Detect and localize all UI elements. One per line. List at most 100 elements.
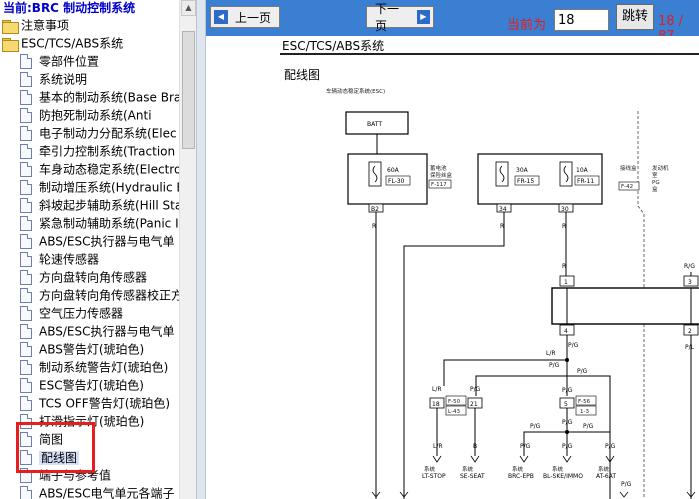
fuse-amp-1: 60A bbox=[387, 167, 400, 174]
tree-item[interactable]: 制动系统警告灯(琥珀色) bbox=[20, 358, 168, 376]
document-header: ESC/TCS/ABS系统 bbox=[282, 39, 385, 53]
jump-button[interactable]: 跳转 bbox=[616, 4, 654, 30]
connector-1-pin: 18 bbox=[432, 401, 440, 408]
bottom-sub-3: 系统 bbox=[512, 465, 524, 473]
downstream-arrows bbox=[432, 455, 615, 463]
relay-block bbox=[551, 287, 699, 325]
wire-label-pg-9: P/G bbox=[520, 443, 531, 450]
tree-item-label: 方向盘转向角传感器 bbox=[39, 270, 148, 285]
document-icon bbox=[20, 162, 32, 177]
connector-1-pin2: 21 bbox=[470, 401, 478, 408]
document-icon bbox=[20, 234, 32, 249]
tree-item[interactable]: ABS/ESC执行器与电气单 bbox=[20, 322, 174, 340]
fuse-icon bbox=[372, 165, 378, 183]
wire-label-r-4: R bbox=[562, 263, 566, 270]
wire-label-lr-1: L/R bbox=[546, 350, 556, 357]
tree-item-label: 电子制动力分配系统(Elec bbox=[39, 126, 177, 141]
prev-page-button[interactable]: ◀ 上一页 bbox=[210, 6, 280, 28]
tree-item[interactable]: TCS OFF警告灯(琥珀色) bbox=[20, 394, 170, 412]
tree-folder-precautions[interactable]: 注意事项 bbox=[2, 16, 69, 34]
wire-label-lr-2: L/R bbox=[432, 386, 442, 393]
fuse-box-1-label-a: 蓄电池 bbox=[430, 164, 447, 172]
tree-item-label: 车身动态稳定系统(Electro bbox=[39, 162, 182, 177]
tree-item[interactable]: 基本的制动系统(Base Bra bbox=[20, 88, 181, 106]
scroll-up-icon[interactable]: ▲ bbox=[181, 0, 196, 16]
tree-scrollbar[interactable]: ▲ bbox=[179, 0, 196, 499]
tree-item[interactable]: ESC警告灯(琥珀色) bbox=[20, 376, 144, 394]
tree-item-label: ABS/ESC电气单元各端子 bbox=[39, 486, 175, 499]
tree-item[interactable]: 零部件位置 bbox=[20, 52, 99, 70]
tree-item[interactable]: 方向盘转向角传感器 bbox=[20, 268, 147, 286]
tree-item[interactable]: 制动增压系统(Hydraulic E bbox=[20, 178, 184, 196]
pane-splitter[interactable] bbox=[196, 0, 206, 499]
wire-label-pl: P/L bbox=[685, 344, 695, 351]
fuse-id-2: FR-15 bbox=[517, 178, 534, 185]
tree-item[interactable]: ABS/ESC电气单元各端子 bbox=[20, 484, 174, 499]
tree-folder-esc-tcs-abs[interactable]: ESC/TCS/ABS系统 bbox=[2, 34, 123, 52]
document-icon bbox=[20, 288, 32, 303]
tree-item[interactable]: 方向盘转向角传感器校正方 bbox=[20, 286, 183, 304]
bottom-label-bl-ske-immo: BL-SKE/IMMO bbox=[543, 473, 583, 480]
tree-item-label: 基本的制动系统(Base Bra bbox=[39, 90, 182, 105]
tree-item[interactable]: 简图 bbox=[20, 430, 63, 448]
next-page-button[interactable]: 下一页 ▶ bbox=[366, 2, 434, 33]
fuse-3-pin: 30 bbox=[561, 206, 569, 213]
fuse-box-2-label: 接线盒 bbox=[620, 164, 637, 172]
tree-item[interactable]: 轮速传感器 bbox=[20, 250, 99, 268]
bottom-label-brc-epb: BRC-EPB bbox=[508, 473, 534, 480]
connector-1-alt: L-43 bbox=[448, 409, 460, 415]
tree-item[interactable]: 牵引力控制系统(Traction bbox=[20, 142, 175, 160]
tree-item[interactable]: 电子制动力分配系统(Elec bbox=[20, 124, 177, 142]
bottom-label-at-6at: AT-6AT bbox=[596, 473, 616, 480]
document-icon bbox=[20, 216, 32, 231]
tree-item[interactable]: 系统说明 bbox=[20, 70, 87, 88]
fuse-box-1-connector: F-117 bbox=[431, 182, 447, 188]
wire-label-pg-12: P/G bbox=[621, 481, 632, 488]
wire-label-lr-3: L/R bbox=[433, 443, 443, 450]
tree-item-label: 斜坡起步辅助系统(Hill Sta bbox=[39, 198, 183, 213]
page-number-input[interactable] bbox=[554, 9, 609, 31]
document-icon bbox=[20, 144, 32, 159]
highlight-annotation-box bbox=[16, 422, 95, 473]
scrollbar-thumb[interactable] bbox=[182, 31, 195, 149]
document-icon bbox=[20, 396, 32, 411]
tree-item[interactable]: 紧急制动辅助系统(Panic I bbox=[20, 214, 179, 232]
tree-item[interactable]: 空气压力传感器 bbox=[20, 304, 123, 322]
tree-item-label: 零部件位置 bbox=[39, 54, 100, 69]
tree-item[interactable]: 配线图 bbox=[20, 448, 80, 466]
page-edge-arrows bbox=[371, 491, 696, 498]
tree-item[interactable]: 防抱死制动系统(Anti bbox=[20, 106, 152, 124]
document-icon bbox=[20, 252, 32, 267]
document-icon bbox=[20, 324, 32, 339]
battery-label: BATT bbox=[367, 121, 382, 128]
fuse-box-3-label-b: 室 bbox=[652, 171, 658, 179]
document-icon bbox=[20, 54, 32, 69]
tree-item-label: TCS OFF警告灯(琥珀色) bbox=[39, 396, 171, 411]
bottom-sub-4: 系统 bbox=[552, 465, 564, 473]
fuse-1-pin: B2 bbox=[371, 206, 379, 213]
fuse-box-1-label-b: 保险丝盒 bbox=[430, 171, 453, 179]
tree-item[interactable]: 打滑指示灯(琥珀色) bbox=[20, 412, 144, 430]
document-icon bbox=[20, 414, 32, 429]
wiring-diagram: 车辆动态稳定系统(ESC) BATT 60A FL-30 蓄电池 保险丝盒 F-… bbox=[326, 87, 699, 499]
document-icon bbox=[20, 198, 32, 213]
current-page-label: 当前为 bbox=[507, 18, 547, 33]
tree-item[interactable]: 车身动态稳定系统(Electro bbox=[20, 160, 181, 178]
tree-item-label: 制动系统警告灯(琥珀色) bbox=[39, 360, 169, 375]
tree-item-label: 打滑指示灯(琥珀色) bbox=[39, 414, 145, 429]
document-icon bbox=[20, 306, 32, 321]
navigation-tree-panel: 当前:BRC 制动控制系统 注意事项 ESC/TCS/ABS系统 零部件位置系统… bbox=[0, 0, 196, 499]
tree-item-label: 制动增压系统(Hydraulic E bbox=[39, 180, 184, 195]
document-icon bbox=[20, 450, 32, 465]
fuse-amp-3: 10A bbox=[576, 167, 589, 174]
bottom-label-lt-stop: LT-STOP bbox=[422, 473, 446, 480]
tree-item[interactable]: ABS警告灯(琥珀色) bbox=[20, 340, 144, 358]
wire-label-pg-10: P/G bbox=[562, 443, 573, 450]
fuse-box-2-connector: F-42 bbox=[621, 184, 633, 190]
fuse-2-pin: 34 bbox=[499, 206, 507, 213]
tree-item[interactable]: ABS/ESC执行器与电气单 bbox=[20, 232, 174, 250]
tree-item-label: 系统说明 bbox=[39, 72, 88, 87]
tree-item-label: 空气压力传感器 bbox=[39, 306, 124, 321]
section-title: 配线图 bbox=[284, 68, 321, 82]
tree-item[interactable]: 斜坡起步辅助系统(Hill Sta bbox=[20, 196, 182, 214]
